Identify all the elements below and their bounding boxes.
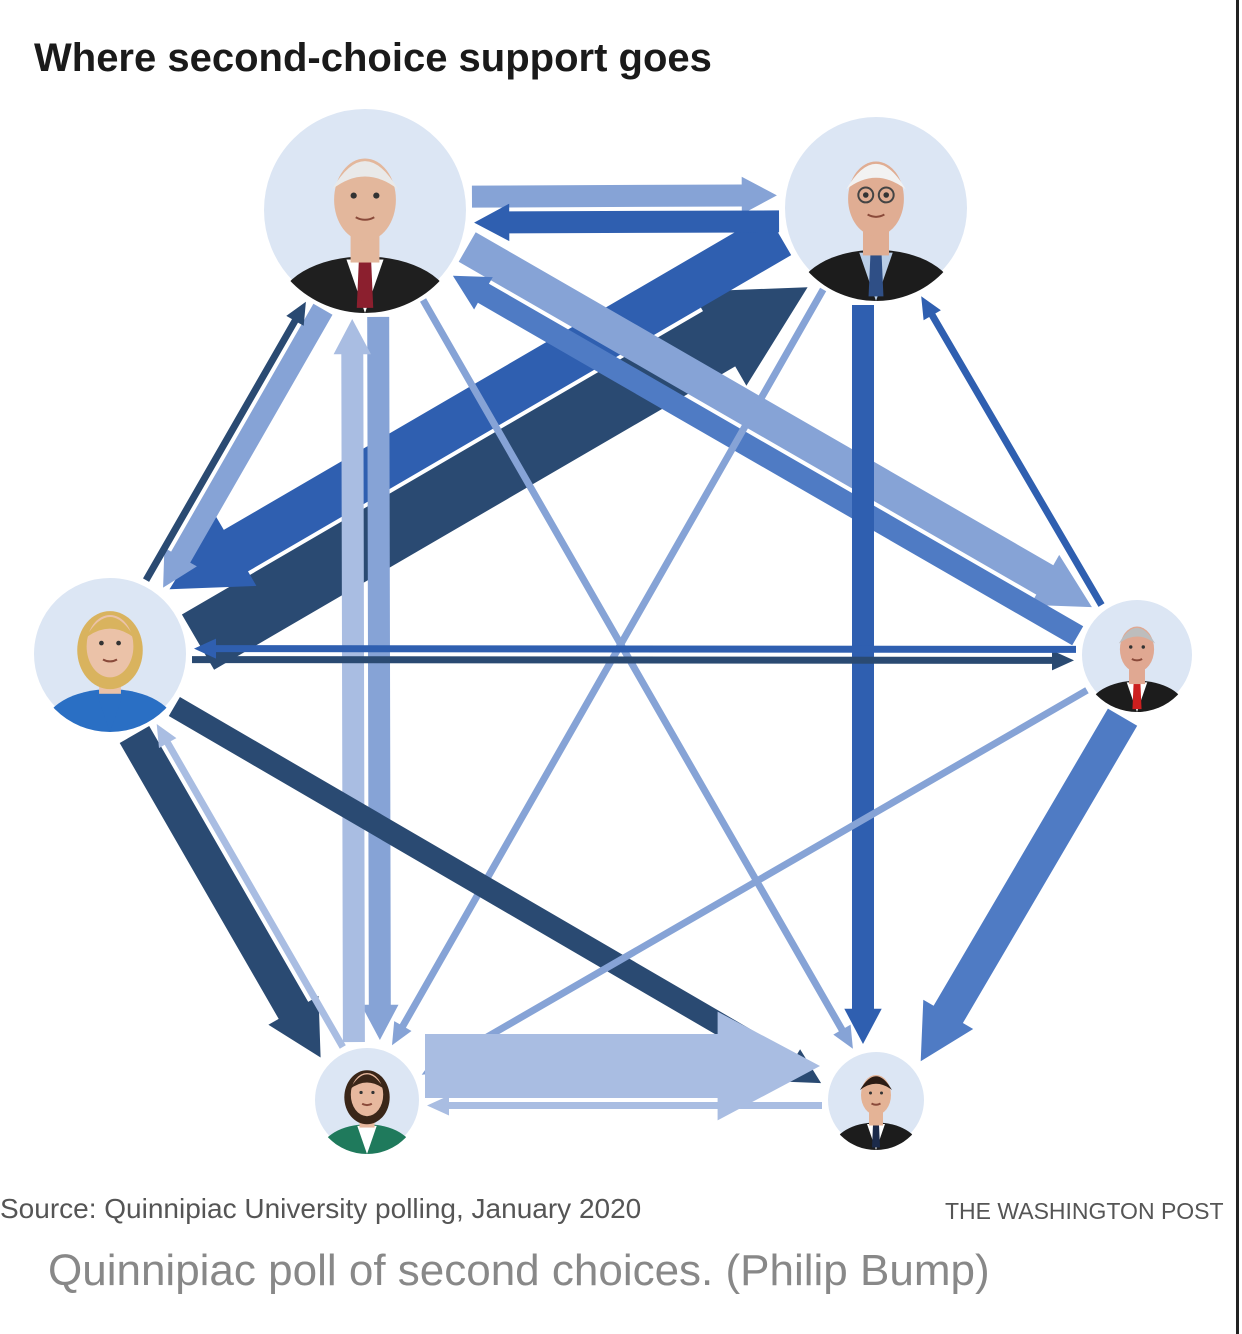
candidate-nodes — [30, 105, 1196, 1156]
arrow-bloomberg-to-sanders — [921, 296, 1105, 607]
arrow-buttigieg-to-klobuchar — [427, 1095, 822, 1116]
arrow-bloomberg-to-klobuchar — [421, 687, 1089, 1075]
portrait-white-hair-glasses-man — [781, 113, 971, 303]
portrait-dark-hair-woman — [311, 1044, 423, 1156]
frame-border — [1236, 0, 1239, 1334]
flow-diagram — [30, 105, 1196, 1156]
arrow-biden-to-bloomberg — [458, 232, 1092, 608]
arrow-klobuchar-to-biden — [333, 319, 371, 1043]
portrait-dark-hair-young-man — [824, 1048, 928, 1152]
arrow-biden-to-sanders — [471, 176, 777, 215]
arrow-bloomberg-to-buttigieg — [920, 708, 1138, 1062]
chart-title: Where second-choice support goes — [34, 36, 712, 80]
arrow-warren-to-buttigieg — [168, 697, 822, 1084]
arrow-klobuchar-to-buttigieg — [425, 1011, 820, 1121]
publisher-credit: THE WASHINGTON POST — [945, 1198, 1224, 1224]
portrait-blonde-woman — [30, 574, 190, 734]
portrait-gray-hair-man — [260, 105, 470, 315]
arrow-warren-to-biden — [143, 301, 306, 582]
arrow-bloomberg-to-warren — [194, 638, 1076, 659]
arrow-sanders-to-buttigieg — [844, 305, 882, 1044]
arrow-biden-to-klobuchar — [361, 316, 399, 1040]
source-note: Source: Quinnipiac University polling, J… — [0, 1193, 642, 1224]
arrow-biden-to-buttigieg — [420, 298, 853, 1049]
arrow-sanders-to-biden — [474, 203, 780, 242]
arrow-klobuchar-to-warren — [156, 724, 346, 1049]
image-caption: Quinnipiac poll of second choices. (Phil… — [48, 1246, 990, 1295]
arrow-bloomberg-to-biden — [452, 275, 1084, 646]
arrow-sanders-to-klobuchar — [392, 287, 827, 1046]
arrow-warren-to-bloomberg — [192, 650, 1074, 671]
arrow-biden-to-warren — [163, 303, 333, 588]
arrow-warren-to-klobuchar — [119, 726, 321, 1058]
portrait-bald-man-red-tie — [1078, 596, 1196, 714]
flow-arrows — [119, 176, 1138, 1121]
